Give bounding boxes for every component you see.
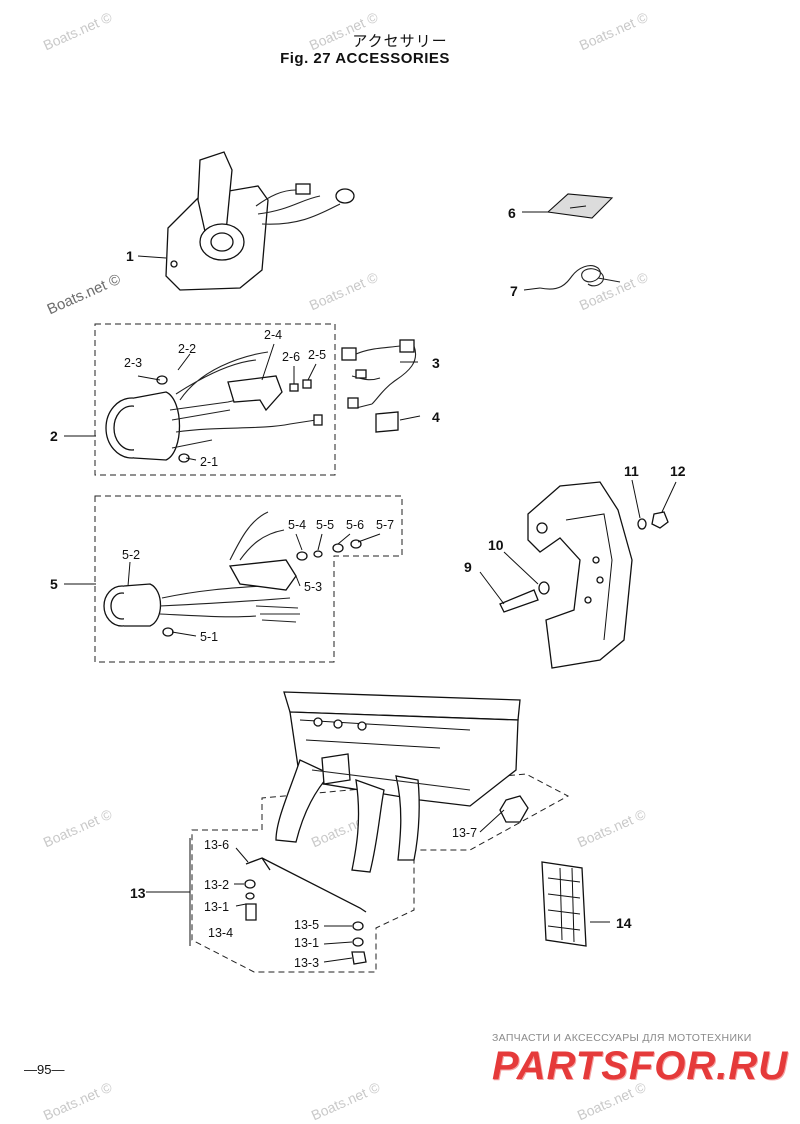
remote-control-box xyxy=(165,151,355,291)
group-2-outline xyxy=(94,323,336,476)
leader-lines xyxy=(64,211,677,963)
page-number: —95— xyxy=(24,1062,65,1077)
callout-5-7: 5-7 xyxy=(376,518,395,532)
callout-14: 14 xyxy=(616,915,632,931)
callout-9: 9 xyxy=(464,559,472,575)
callout-2: 2 xyxy=(50,428,58,444)
figure-title-japanese: アクセサリー xyxy=(352,32,448,50)
figure-title: Fig. 27 ACCESSORIES xyxy=(280,50,450,67)
callout-2-2: 2-2 xyxy=(178,342,197,356)
callout-2-3: 2-3 xyxy=(124,356,143,370)
callout-5-3: 5-3 xyxy=(304,580,323,594)
callout-5-1: 5-1 xyxy=(200,630,219,644)
promo-logo: PARTSFOR.RU xyxy=(492,1044,789,1088)
callout-7: 7 xyxy=(510,283,518,299)
callout-5-6: 5-6 xyxy=(346,518,365,532)
callout-10: 10 xyxy=(488,537,504,553)
callout-3: 3 xyxy=(432,355,440,371)
callout-11: 11 xyxy=(624,463,639,479)
callout-5-4: 5-4 xyxy=(288,518,307,532)
callout-1: 1 xyxy=(126,248,134,264)
tachometer-gauge xyxy=(105,351,323,463)
callout-2-6: 2-6 xyxy=(282,350,301,364)
callout-13-5: 13-5 xyxy=(294,918,320,932)
callout-13-1: 13-1 xyxy=(294,936,320,950)
callout-5-5: 5-5 xyxy=(316,518,335,532)
callout-13-4: 13-4 xyxy=(208,926,234,940)
callout-13-7: 13-7 xyxy=(452,826,478,840)
callout-13: 13 xyxy=(130,885,146,901)
callout-2-1: 2-1 xyxy=(200,455,219,469)
callout-13-6: 13-6 xyxy=(204,838,230,852)
wire-harness xyxy=(341,339,416,433)
callout-13-2: 13-2 xyxy=(204,878,230,892)
trim-gauge xyxy=(103,511,362,637)
partsfor-logo: ЗАПЧАСТИ И АКСЕССУАРЫ ДЛЯ МОТОТЕХНИКИ PA… xyxy=(492,1032,788,1088)
callout-2-4: 2-4 xyxy=(264,328,283,342)
callout-5-2: 5-2 xyxy=(122,548,141,562)
callout-4: 4 xyxy=(432,409,440,425)
engine-lower-cowl xyxy=(244,691,529,965)
caution-decal xyxy=(541,861,587,947)
group-5-outline xyxy=(94,495,403,663)
promo-text: ЗАПЧАСТИ И АКСЕССУАРЫ ДЛЯ МОТОТЕХНИКИ xyxy=(492,1032,752,1044)
spring-clip xyxy=(539,265,621,290)
callout-2-5: 2-5 xyxy=(308,348,327,362)
callout-6: 6 xyxy=(508,205,516,221)
decal-plate xyxy=(546,193,614,219)
callout-13-3: 13-3 xyxy=(294,956,320,970)
transom-bracket xyxy=(499,481,669,669)
callout-12: 12 xyxy=(670,463,686,479)
callout-13-1: 13-1 xyxy=(204,900,230,914)
callout-5: 5 xyxy=(50,576,58,592)
